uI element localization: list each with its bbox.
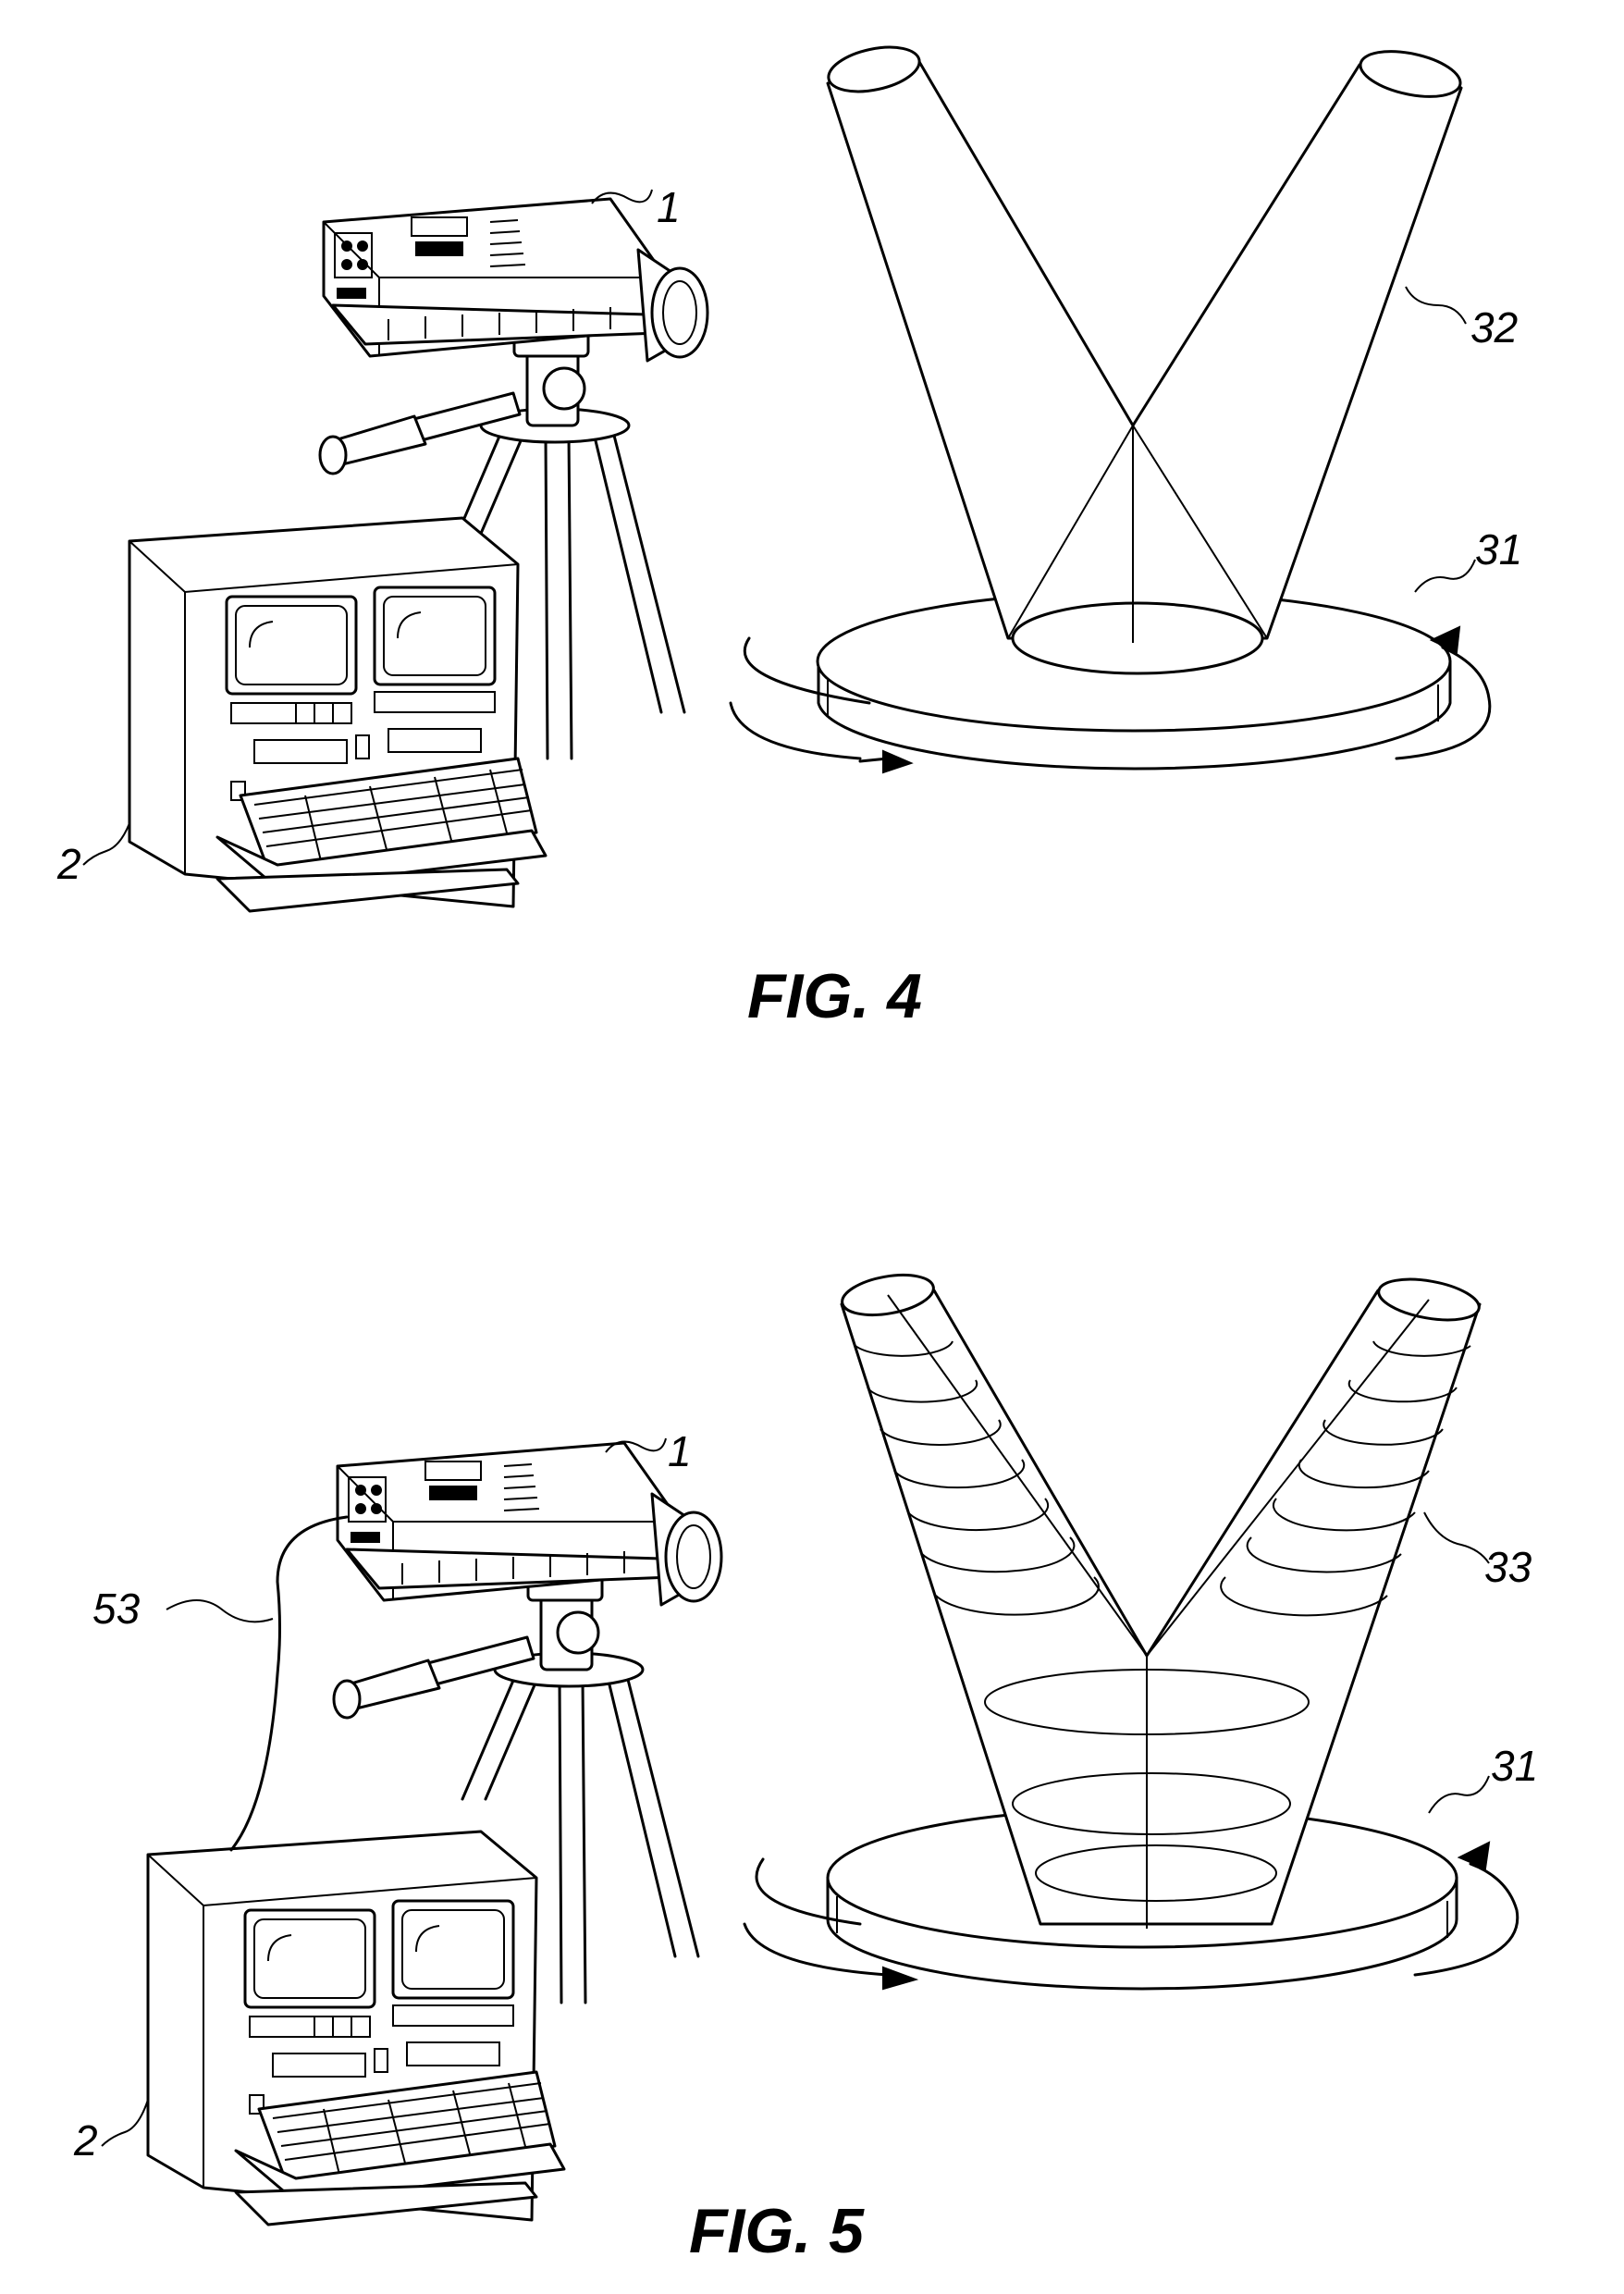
label-camera: 1: [657, 183, 681, 231]
label-object: 32: [1470, 303, 1518, 352]
callout-workstation: 2: [73, 2100, 148, 2164]
computer-workstation: [148, 1832, 564, 2225]
label-turntable: 31: [1475, 525, 1522, 574]
label-workstation: 2: [73, 2116, 98, 2164]
label-turntable: 31: [1491, 1742, 1538, 1790]
label-workstation: 2: [56, 840, 81, 888]
figure-caption: FIG. 5: [689, 2196, 865, 2266]
callout-turntable: 31: [1429, 1742, 1538, 1813]
figure-caption: FIG. 4: [747, 961, 922, 1031]
computer-workstation: [129, 518, 546, 911]
label-cable: 53: [92, 1585, 141, 1633]
connecting-cable: [231, 1517, 347, 1850]
label-camera: 1: [668, 1427, 692, 1475]
callout-turntable: 31: [1415, 525, 1522, 592]
label-object: 33: [1484, 1543, 1532, 1591]
figure-5: 1 53 33 31 2 FIG. 5: [73, 1269, 1538, 2266]
callout-workstation: 2: [56, 823, 129, 888]
figure-4: 1 32 31 2 FIG. 4: [56, 40, 1522, 1031]
callout-object: 33: [1424, 1512, 1532, 1591]
v-shaped-object: [825, 40, 1465, 673]
callout-cable: 53: [92, 1585, 273, 1633]
callout-object: 32: [1406, 287, 1518, 352]
